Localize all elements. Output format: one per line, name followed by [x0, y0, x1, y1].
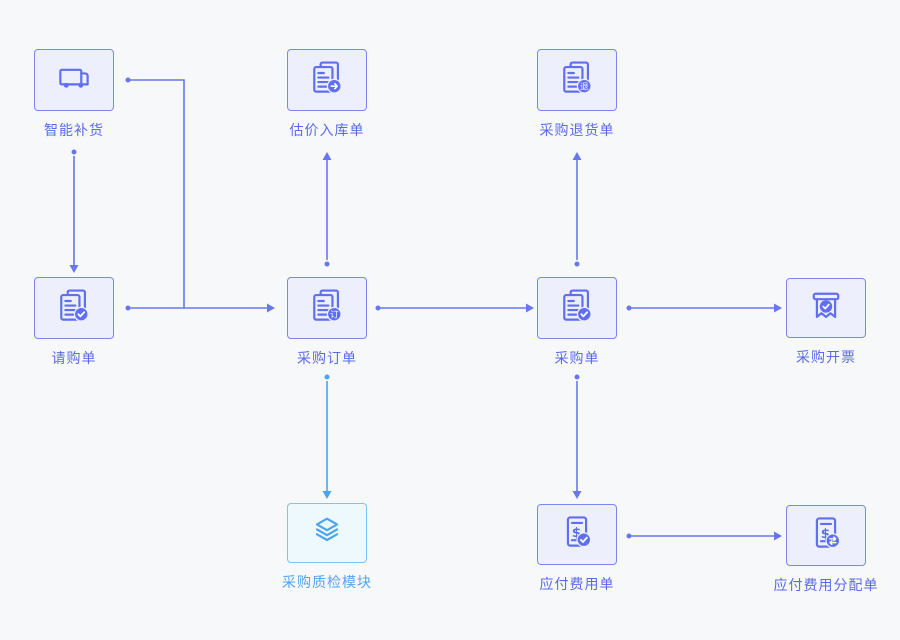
document-check-icon: [557, 286, 597, 331]
node-label: 应付费用分配单: [773, 577, 879, 593]
node-purchase-order: 订 采购订单: [247, 277, 407, 368]
payable-expense-allocation-card[interactable]: $: [786, 505, 866, 566]
edge-origin-dot: [574, 261, 580, 267]
node-label: 请购单: [51, 350, 97, 366]
arrowhead-icon: [322, 152, 332, 160]
currency-glyph: $: [821, 526, 830, 542]
currency-glyph: $: [572, 525, 581, 541]
purchase-receipt-card[interactable]: [537, 277, 617, 339]
purchase-invoicing-card[interactable]: [786, 278, 866, 338]
node-label: 采购退货单: [539, 122, 615, 138]
node-purchase-quality-inspection-module: 采购质检模块: [247, 503, 407, 592]
arrowhead-icon: [572, 152, 582, 160]
purchase-quality-inspection-card[interactable]: [287, 503, 367, 563]
document-badge-icon: 退: [557, 58, 597, 103]
node-purchase-receipt: 采购单: [497, 277, 657, 368]
arrowhead-icon: [322, 491, 332, 499]
layers-icon: [307, 511, 347, 556]
edge-origin-dot: [71, 149, 77, 155]
arrowhead-icon: [572, 491, 582, 499]
voucher-check-icon: [806, 286, 846, 331]
document-badge-icon: 订: [307, 286, 347, 331]
node-label: 采购质检模块: [282, 574, 372, 590]
node-purchase-invoicing: 采购开票: [746, 278, 900, 367]
bill-check-icon: $: [557, 512, 597, 557]
purchase-requisition-card[interactable]: [34, 277, 114, 339]
payable-expense-order-card[interactable]: $: [537, 504, 617, 565]
smart-replenishment-card[interactable]: [34, 49, 114, 111]
purchase-return-order-card[interactable]: 退: [537, 49, 617, 111]
node-label: 采购订单: [297, 350, 357, 366]
node-payable-expense-allocation-order: $ 应付费用分配单: [746, 505, 900, 595]
truck-icon: [54, 58, 94, 103]
node-label: 应付费用单: [539, 576, 615, 592]
edge-origin-dot: [324, 374, 330, 380]
node-label: 采购单: [554, 350, 600, 366]
badge-glyph: 订: [330, 309, 339, 319]
edge-origin-dot: [574, 374, 580, 380]
node-purchase-return-order: 退 采购退货单: [497, 49, 657, 140]
node-label: 采购开票: [796, 349, 856, 365]
arrowhead-icon: [69, 265, 79, 273]
document-arrow-icon: [307, 58, 347, 103]
node-purchase-requisition: 请购单: [0, 277, 154, 368]
node-label: 估价入库单: [289, 122, 365, 138]
estimated-inbound-order-card[interactable]: [287, 49, 367, 111]
node-estimated-inbound-order: 估价入库单: [247, 49, 407, 140]
node-label: 智能补货: [44, 122, 104, 138]
badge-glyph: 退: [580, 81, 589, 91]
node-payable-expense-order: $ 应付费用单: [497, 504, 657, 594]
bill-swap-icon: $: [806, 513, 846, 558]
node-smart-replenishment: 智能补货: [0, 49, 154, 140]
document-check-icon: [54, 286, 94, 331]
purchase-order-card[interactable]: 订: [287, 277, 367, 339]
edge-origin-dot: [324, 261, 330, 267]
